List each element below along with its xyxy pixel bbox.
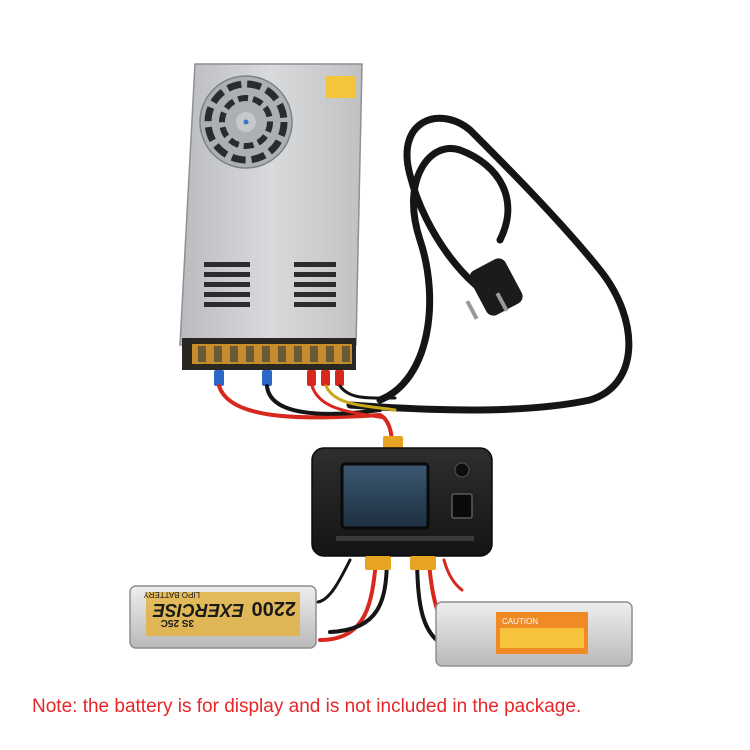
blue-terminal — [214, 370, 224, 386]
battery-capacity: 2200 — [252, 597, 297, 619]
red-terminal — [335, 370, 344, 386]
ac-power-cord — [346, 114, 633, 414]
battery-brand: EXERCISE — [152, 600, 244, 620]
red-terminal — [321, 370, 330, 386]
terminal-block — [182, 338, 356, 370]
vent-left — [204, 262, 250, 307]
battery-right: CAUTION — [435, 601, 633, 667]
battery-left: 2200 EXERCISE 3S 25C LIPO BATTERY — [129, 585, 317, 649]
control-knob-icon — [454, 462, 470, 478]
xt60-output-connector — [365, 556, 391, 570]
dc-wires — [217, 384, 397, 447]
battery-cell-rating: 3S 25C — [161, 617, 194, 628]
power-supply — [179, 63, 363, 386]
xt60-output-connector — [410, 556, 436, 570]
battery-type: LIPO BATTERY — [143, 590, 200, 599]
charger — [311, 447, 493, 557]
charger-button — [451, 493, 473, 519]
battery-caution-label: CAUTION — [502, 617, 538, 626]
disclaimer-note: Note: the battery is for display and is … — [32, 696, 582, 717]
ac-plug — [465, 258, 523, 320]
blue-terminal — [262, 370, 272, 386]
warning-sticker — [326, 76, 356, 98]
vent-right — [294, 262, 336, 307]
fan-icon — [199, 75, 293, 169]
charger-screen — [340, 462, 430, 530]
red-terminal — [307, 370, 316, 386]
